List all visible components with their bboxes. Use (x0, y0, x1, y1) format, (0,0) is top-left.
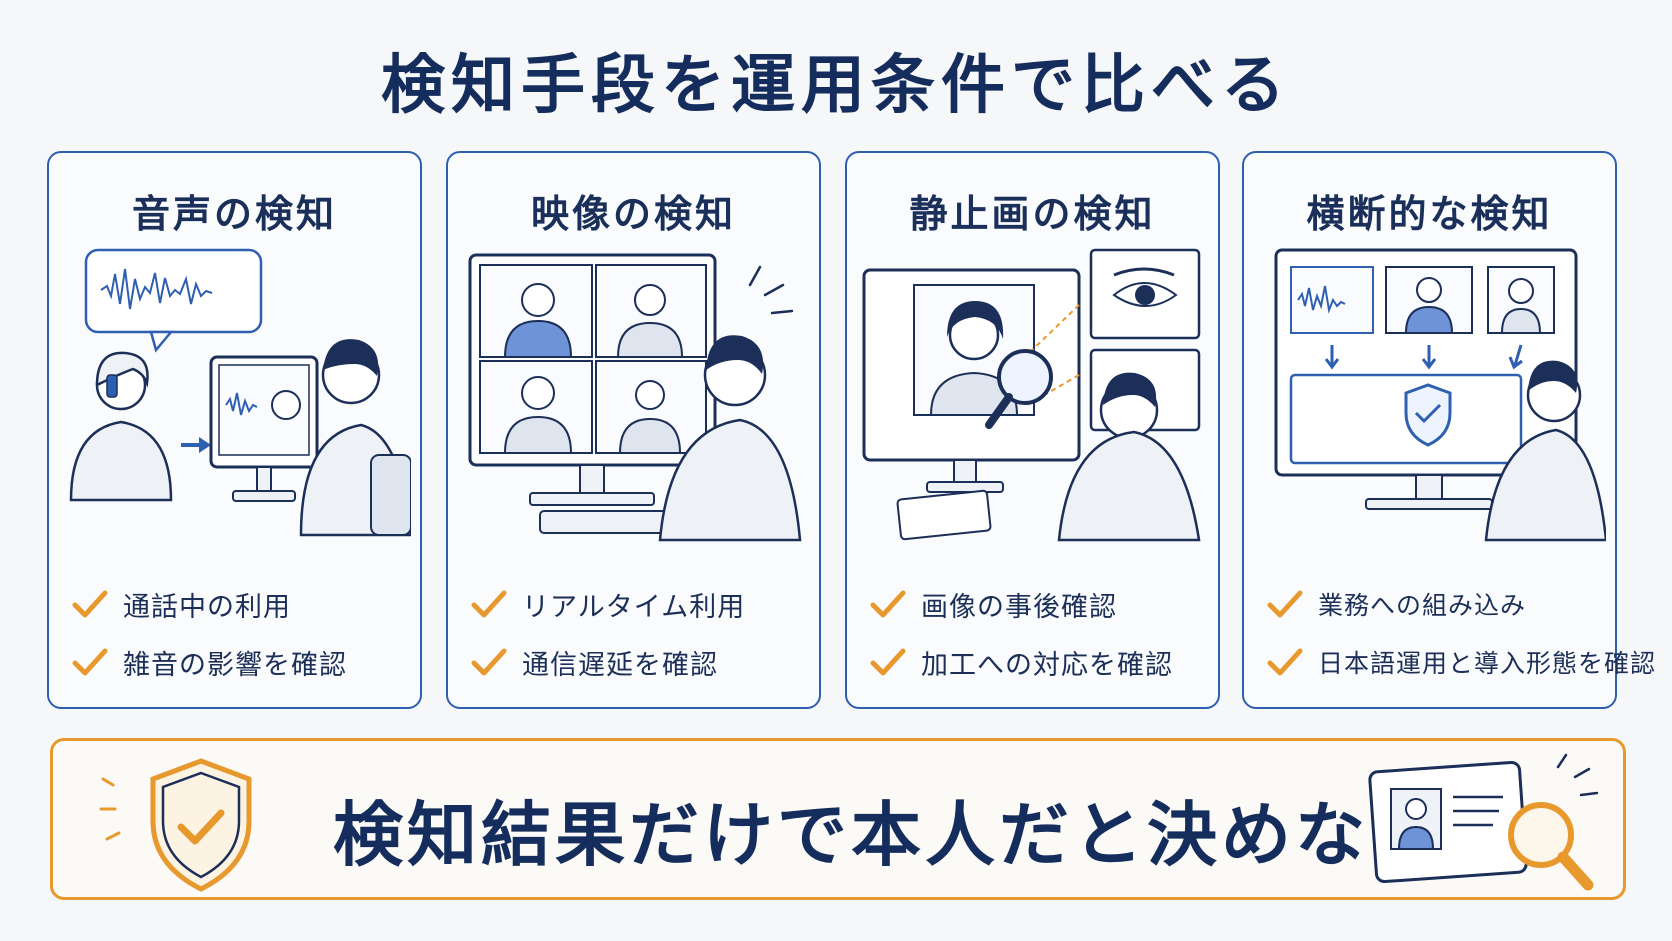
waveform-icon (100, 268, 213, 310)
checkmark-icon (870, 590, 906, 618)
checkmark-icon (471, 590, 507, 618)
page-title: 検知手段を運用条件で比べる (381, 49, 1291, 123)
checkmark-icon (870, 648, 906, 676)
check-item: 通信遅延を確認 (470, 642, 718, 682)
checkmark-icon (72, 590, 108, 618)
check-item: 通話中の利用 (71, 584, 291, 624)
id-card-icon (1368, 753, 1599, 891)
card-still-image-detection: 静止画の検知 画像の事後確認 加工への対応を確認 (845, 151, 1220, 709)
card-voice-detection: 音声の検知 通話中の利用 雑音の影響を確認 (47, 151, 422, 709)
voice-call-illustration (69, 248, 411, 537)
checkmark-icon (72, 648, 108, 676)
check-item-label: 通話中の利用 (123, 591, 291, 623)
check-item: 業務への組み込み (1266, 584, 1526, 624)
card-video-detection: 映像の検知 リアルタイム利用 通信遅延を確認 (446, 151, 821, 709)
check-item: 日本語運用と導入形態を確認 (1266, 642, 1656, 682)
shield-check-icon (99, 758, 252, 892)
check-item-label: 日本語運用と導入形態を確認 (1318, 649, 1657, 678)
warning-banner: 検知結果だけで本人だと決めない (50, 738, 1626, 900)
check-item-label: 加工への対応を確認 (921, 649, 1173, 681)
checkmark-icon (1267, 648, 1303, 676)
check-item-label: 雑音の影響を確認 (123, 649, 347, 681)
check-item: リアルタイム利用 (470, 584, 745, 624)
card-title: 音声の検知 (131, 192, 337, 236)
checkmark-icon (471, 648, 507, 676)
check-item-label: 業務への組み込み (1318, 591, 1527, 620)
card-title: 映像の検知 (530, 192, 736, 236)
check-item: 雑音の影響を確認 (71, 642, 347, 682)
checkmark-icon (1267, 590, 1303, 618)
card-title: 横断的な検知 (1306, 192, 1553, 236)
check-item: 加工への対応を確認 (869, 642, 1173, 682)
card-title: 静止画の検知 (909, 192, 1156, 236)
banner-message: 検知結果だけで本人だと決めない (333, 794, 1443, 876)
card-cross-detection: 横断的な検知 業務への組み込み 日本語運用と導入形態を確認 (1242, 151, 1655, 709)
image-inspection-illustration (862, 248, 1201, 542)
check-item-label: 通信遅延を確認 (522, 649, 718, 681)
cross-detection-illustration (1274, 248, 1606, 542)
video-call-illustration (468, 253, 802, 542)
check-item-label: リアルタイム利用 (522, 591, 746, 623)
check-item-label: 画像の事後確認 (921, 591, 1117, 623)
check-item: 画像の事後確認 (869, 584, 1117, 624)
